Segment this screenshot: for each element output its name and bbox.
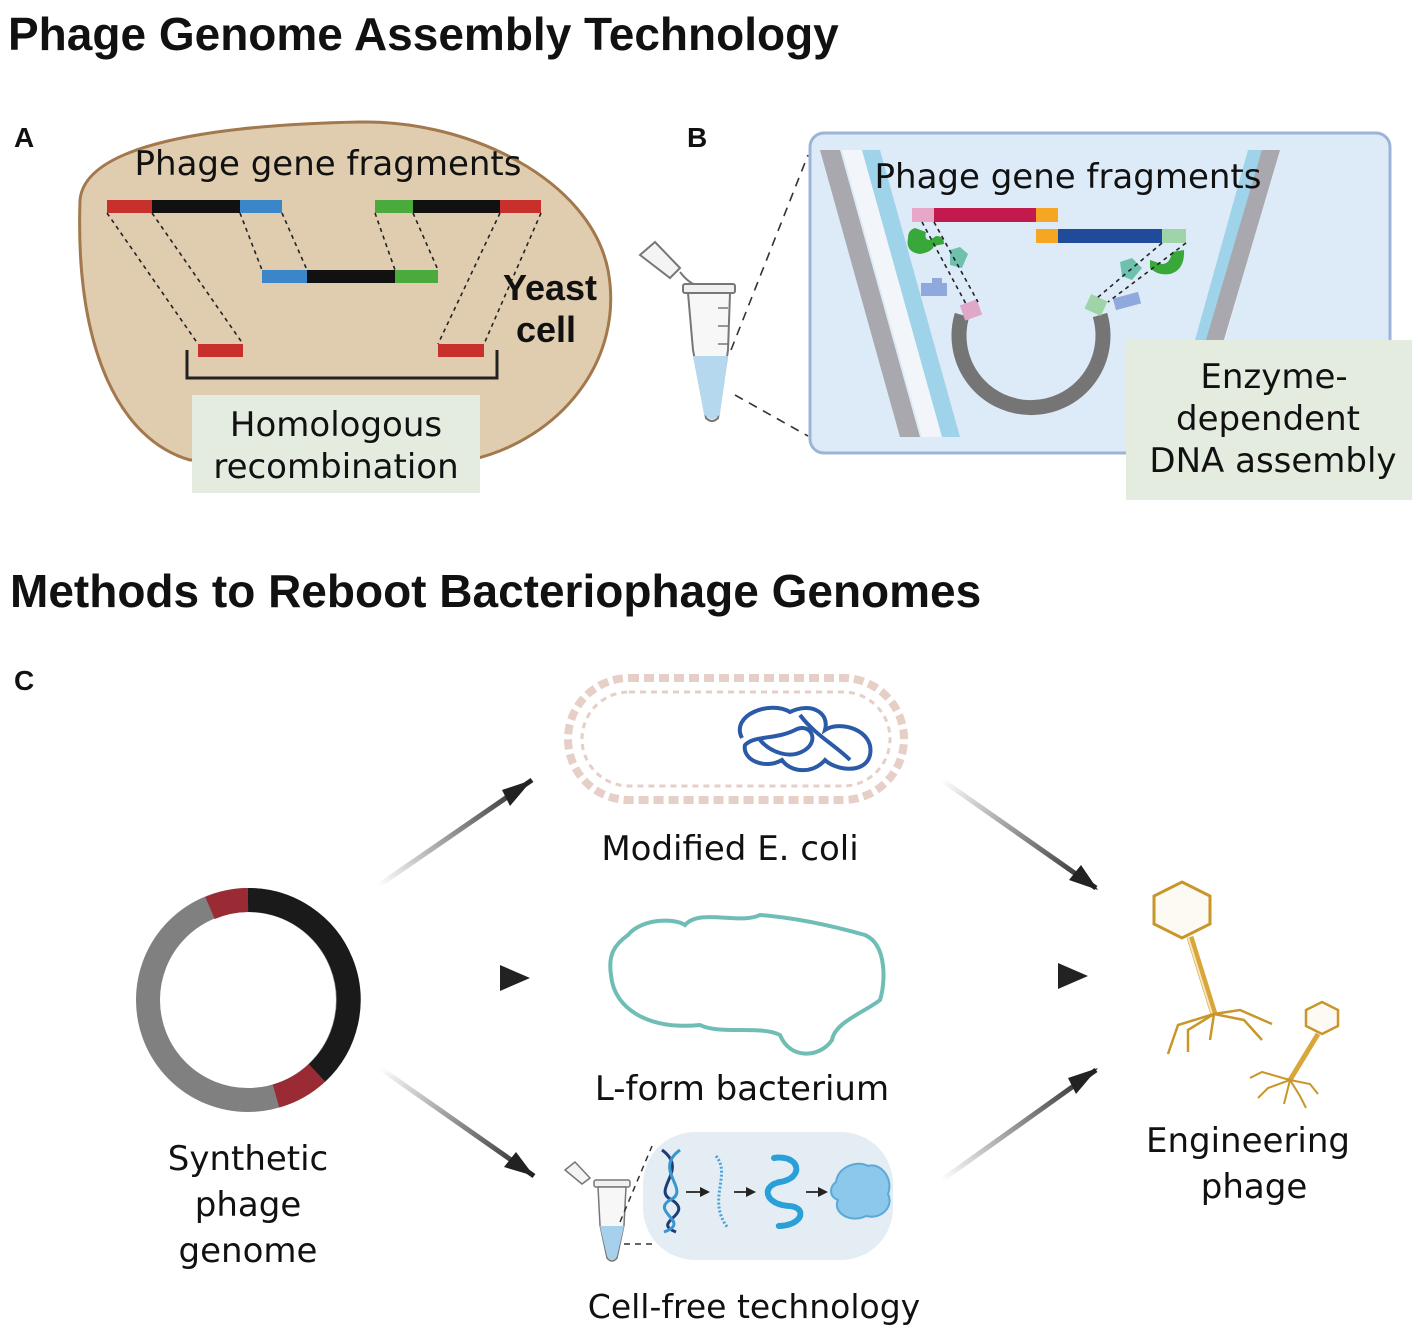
microtube-icon (638, 240, 736, 422)
panel-b-fragments-label: Phage gene fragments (875, 157, 1262, 197)
panel-c: C Synthetic phage genome Modified E. col… (14, 665, 1350, 1326)
yeast-cell-label-1: Yeast (503, 267, 597, 308)
synthetic-genome-ring (136, 887, 361, 1112)
phage-icon (1152, 880, 1273, 1055)
dna-helix-icon (661, 1148, 681, 1234)
assembly-lines (921, 221, 1187, 305)
mrna-icon (714, 1155, 730, 1229)
microtube-icon (563, 1160, 631, 1262)
arrow-to-cellfree (378, 1065, 536, 1179)
homology-lines (106, 212, 542, 345)
cell-free-system (563, 1132, 893, 1262)
arrow-ecoli-to-phage (940, 777, 1098, 891)
modified-ecoli-cell (564, 674, 908, 804)
enzyme-label-3: DNA assembly (1149, 441, 1396, 481)
assembly-title: Phage Genome Assembly Technology (8, 8, 839, 60)
gene-fragment (262, 270, 438, 283)
route-ecoli-label: Modified E. coli (601, 829, 858, 869)
enzyme-label-2: dependent (1176, 399, 1360, 439)
panel-a: A Phage gene fragments (14, 120, 613, 493)
result-label-2: phage (1201, 1167, 1307, 1207)
route-lform-label: L-form bacterium (595, 1069, 889, 1109)
enzyme-label-1: Enzyme- (1200, 357, 1347, 397)
panel-b-letter: B (687, 122, 707, 153)
method-label-box (1126, 340, 1412, 500)
source-label-2: phage (195, 1185, 301, 1225)
protein-icon (830, 1162, 891, 1220)
peptide-icon (764, 1154, 804, 1229)
route-cellfree-label: Cell-free technology (588, 1287, 920, 1326)
arrow-cellfree-to-phage (940, 1067, 1098, 1183)
source-label-1: Synthetic (168, 1139, 329, 1179)
lform-bacterium (608, 912, 886, 1056)
reboot-title: Methods to Reboot Bacteriophage Genomes (10, 565, 981, 617)
result-label-1: Engineering (1146, 1121, 1350, 1161)
homologous-label-1: Homologous (230, 405, 442, 445)
panel-c-letter: C (14, 665, 34, 696)
vector-backbone (185, 344, 499, 380)
method-label-box (192, 395, 480, 493)
homologous-label-2: recombination (213, 447, 458, 487)
panel-a-fragments-label: Phage gene fragments (135, 144, 522, 184)
phage-icon (1249, 1000, 1340, 1109)
yeast-cell-label-2: cell (516, 309, 576, 350)
gene-fragment (1036, 229, 1186, 243)
gene-fragment (912, 208, 1058, 222)
source-label-3: genome (179, 1231, 318, 1271)
gene-fragment (375, 200, 541, 213)
plasmid-vector (951, 293, 1111, 416)
panel-b: B Phage gene fragments (638, 122, 1412, 500)
gene-fragment (107, 200, 282, 213)
panel-a-letter: A (14, 122, 34, 153)
chromosome-icon (737, 705, 873, 773)
